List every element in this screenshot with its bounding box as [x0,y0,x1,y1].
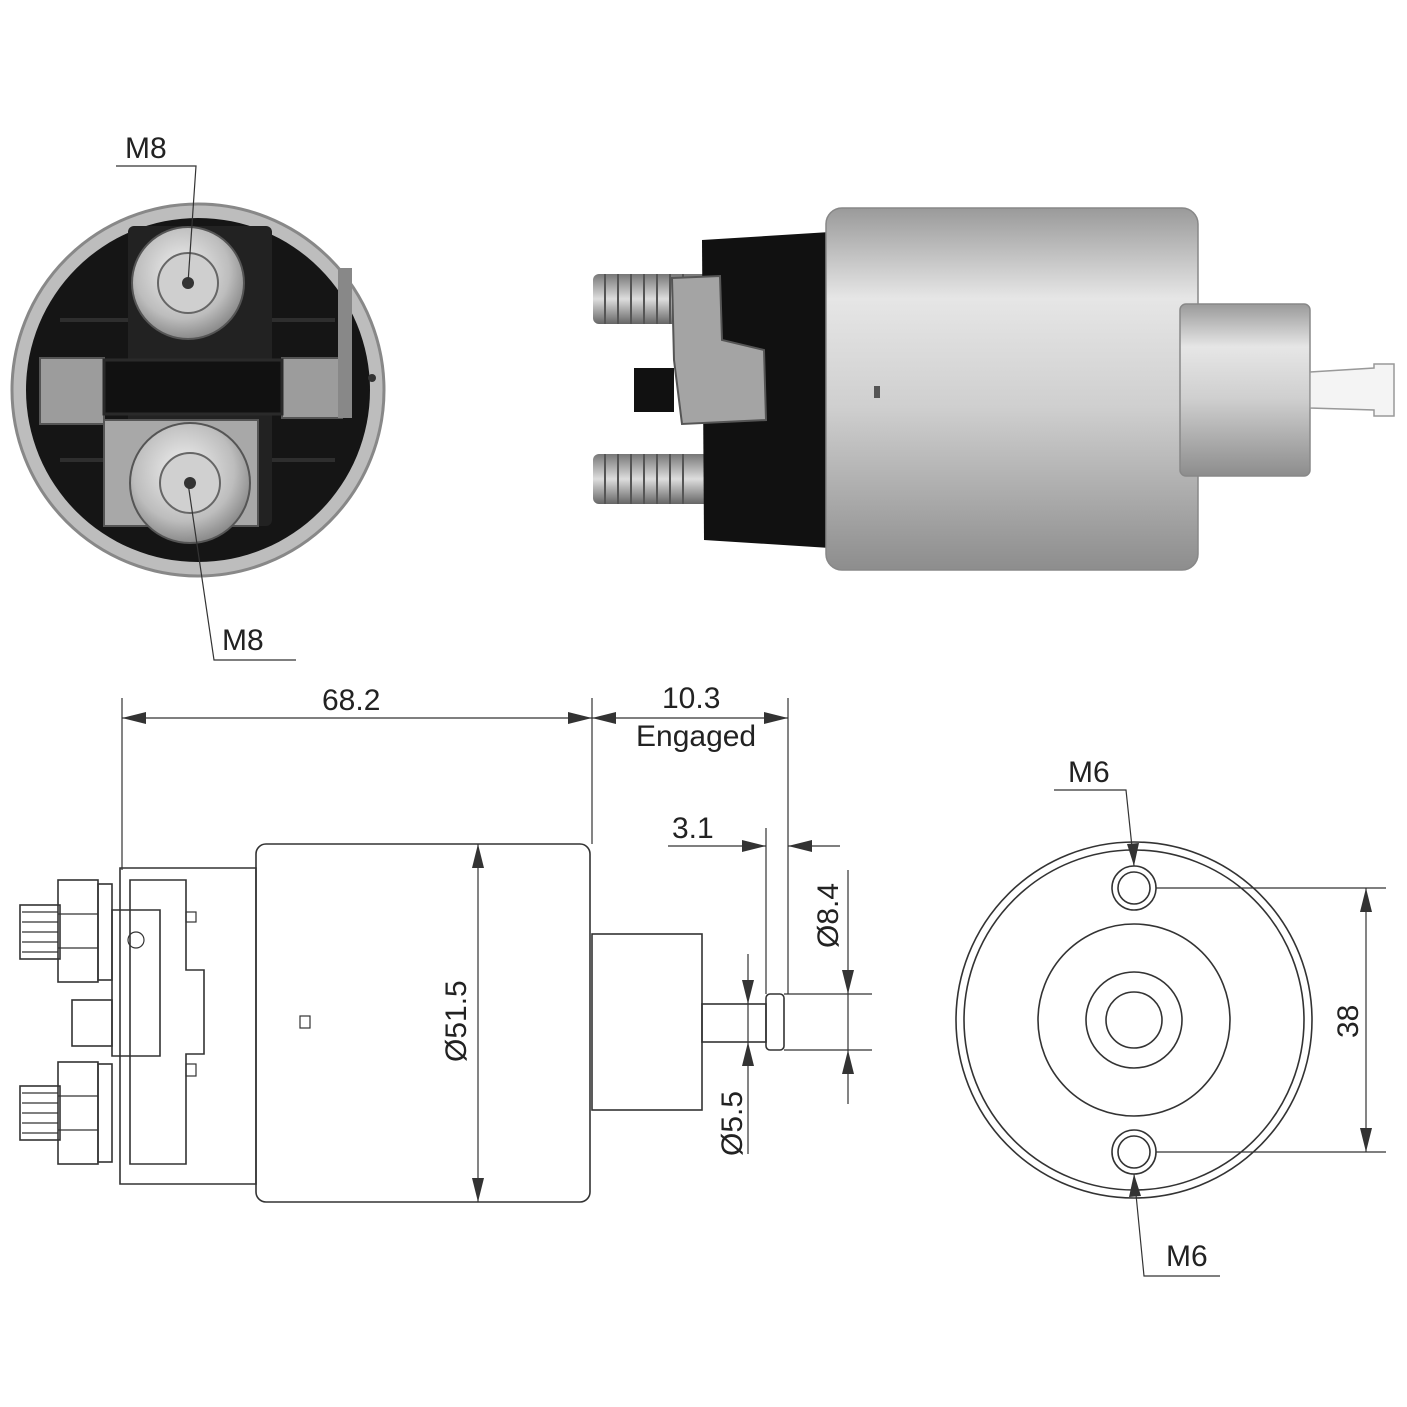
rod-diameter-label: Ø5.5 [716,1091,749,1156]
travel-note: Engaged [636,720,756,753]
head-diameter-label: Ø8.4 [812,883,845,948]
dimensions-side [121,698,872,1202]
dimensions-front [1054,789,1386,1277]
bottom-terminal-nut [129,422,251,544]
side-line-drawing [19,843,785,1203]
end-view-photo [10,202,386,578]
travel-label: 10.3 [662,682,720,715]
mount-top-label: M6 [1068,756,1110,789]
body-diameter-label: Ø51.5 [440,980,473,1062]
plunger-offset-label: 3.1 [672,812,714,845]
front-line-drawing [955,841,1313,1199]
terminal-top-label: M8 [125,132,167,165]
mount-bottom-label: M6 [1166,1240,1208,1273]
side-view-photo [593,207,1395,571]
terminal-leaders [116,165,296,661]
hole-spacing-label: 38 [1332,1005,1365,1038]
length-label: 68.2 [322,684,380,717]
terminal-bottom-label: M8 [222,624,264,657]
